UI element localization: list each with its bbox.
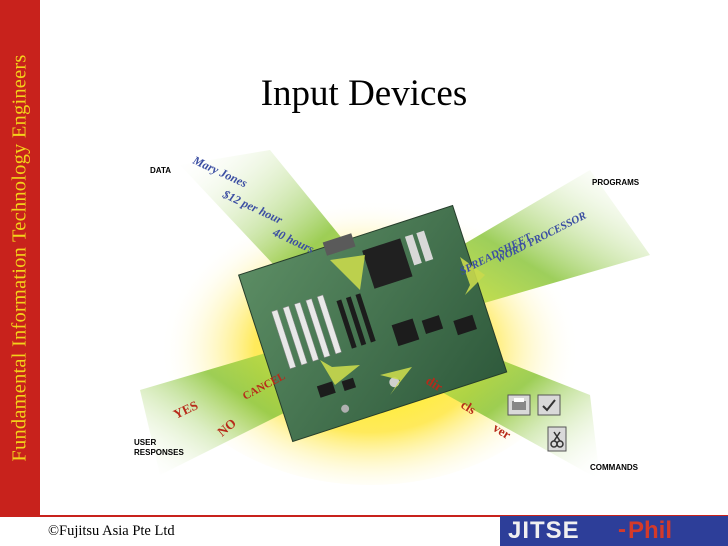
sidebar-banner: Fundamental Information Technology Engin…: [0, 0, 40, 515]
logo-dash-text: -: [618, 516, 626, 543]
slide-title: Input Devices: [260, 73, 468, 114]
programs-arrow: [460, 257, 485, 295]
data-arrow: [330, 255, 365, 290]
spellcheck-icon: [537, 394, 561, 416]
responses-arrow: [320, 360, 360, 385]
label-commands: COMMANDS: [590, 463, 639, 472]
label-data: DATA: [150, 166, 171, 175]
printer-icon: [507, 394, 531, 416]
logo-jitse-text: JITSE: [508, 517, 580, 544]
commands-arrow: [380, 367, 412, 395]
jitse-phil-logo: JITSE - Phil: [500, 516, 728, 546]
scissors-icon: [547, 426, 567, 452]
motherboard: [237, 204, 508, 443]
input-devices-illustration: DATA PROGRAMS USER RESPONSES COMMANDS Ma…: [134, 150, 650, 485]
command-item-cls: cls: [458, 397, 478, 417]
label-programs: PROGRAMS: [592, 178, 640, 187]
label-responses: RESPONSES: [134, 448, 184, 457]
label-user: USER: [134, 438, 156, 447]
sidebar-title: Fundamental Information Technology Engin…: [8, 54, 31, 462]
logo-phil-text: Phil: [628, 517, 673, 544]
footer-copyright: ©Fujitsu Asia Pte Ltd: [48, 523, 175, 539]
